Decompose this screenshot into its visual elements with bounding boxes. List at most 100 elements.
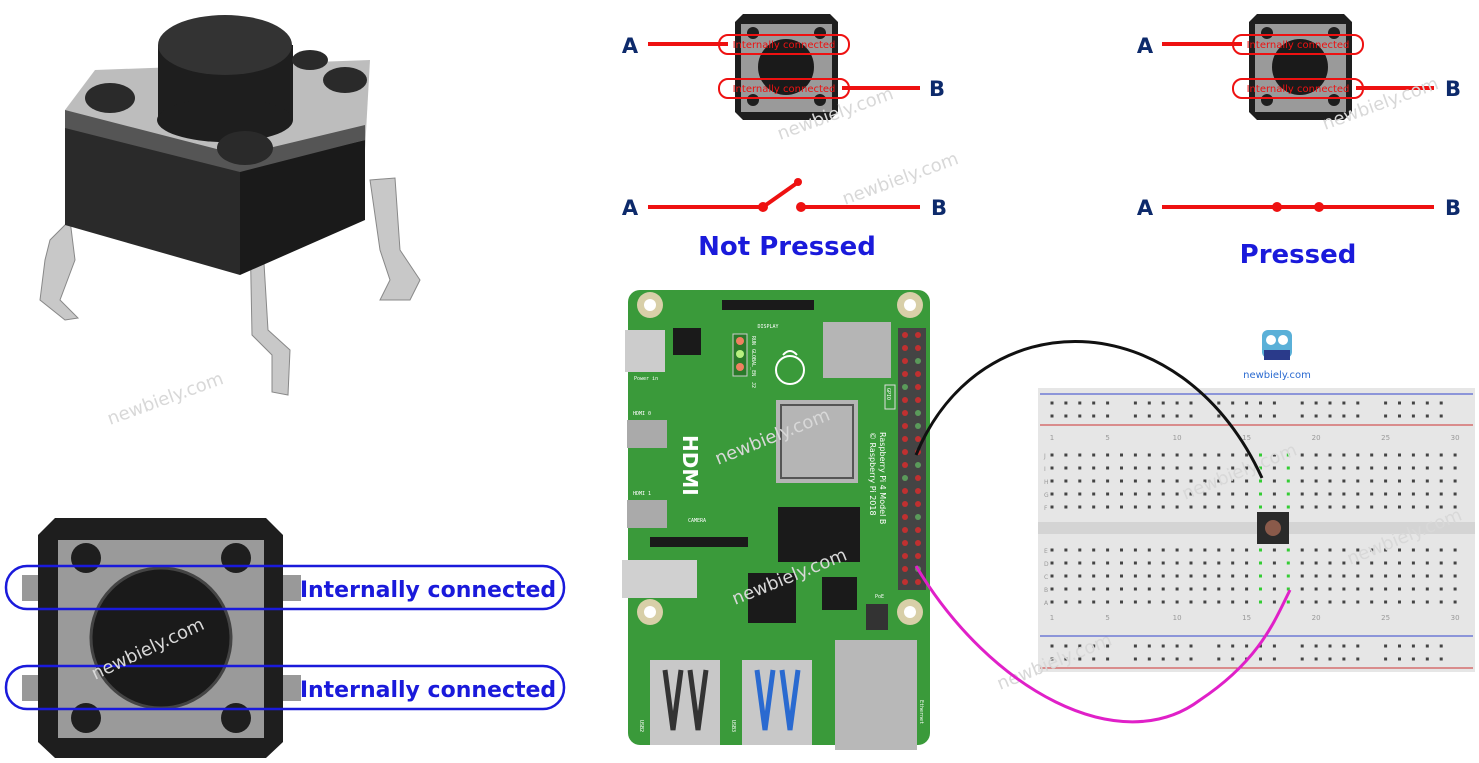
breadboard-hole [1342,574,1346,578]
breadboard-hole [1106,548,1110,552]
gpio-pin [902,436,908,442]
breadboard-hole [1217,505,1221,509]
breadboard-hole [1050,453,1054,457]
breadboard-hole [1064,479,1068,483]
row-label: C [1044,574,1048,581]
column-label: 1 [1050,434,1054,442]
breadboard-hole [1272,492,1276,496]
breadboard-hole [1272,644,1276,648]
breadboard-hole [1106,492,1110,496]
breadboard-hole [1425,479,1429,483]
breadboard-hole [1133,600,1137,604]
breadboard-hole [1342,644,1346,648]
breadboard-hole [1314,466,1318,470]
pin-a-label: A [1137,34,1154,58]
breadboard-hole [1120,492,1123,496]
gpio-pin [902,462,908,468]
breadboard-hole [1314,505,1318,509]
breadboard-hole [1272,574,1276,578]
pin-a-label: A [622,196,639,220]
breadboard-hole [1120,453,1123,457]
breadboard-hole [1189,466,1193,470]
gpio-pin [902,527,908,533]
breadboard-hole [1259,561,1262,565]
breadboard-hole [1259,548,1262,552]
breadboard-hole [1161,548,1165,552]
internally-connected-label: Internally connected [300,678,556,703]
pin-b-label: B [1445,77,1461,101]
breadboard-hole [1189,561,1193,565]
breadboard-hole [1384,657,1388,661]
breadboard-hole [1259,479,1262,483]
row-label: I [1044,466,1046,473]
breadboard-hole [1231,587,1235,591]
breadboard-hole [1175,401,1179,405]
breadboard-hole [1439,657,1443,661]
breadboard-hole [1356,657,1360,661]
gpio-pin [915,475,921,481]
column-label: 5 [1105,614,1109,622]
gpio-pin [915,553,921,559]
breadboard-hole [1189,453,1193,457]
breadboard-hole [1384,479,1388,483]
breadboard-hole [1328,466,1332,470]
breadboard-hole [1300,453,1304,457]
breadboard-hole [1175,548,1179,552]
gpio-pin [902,475,908,481]
breadboard-hole [1161,574,1165,578]
display-connector [722,300,814,310]
gpio-pin [902,358,908,364]
breadboard-hole [1314,600,1318,604]
breadboard-hole [1050,600,1054,604]
breadboard-hole [1064,492,1068,496]
column-label: 10 [1173,614,1182,622]
gpio-pin [915,527,921,533]
breadboard-hole [1259,466,1262,470]
breadboard-hole [1092,414,1096,418]
breadboard-hole [1050,505,1054,509]
breadboard-hole [1453,587,1457,591]
breadboard-hole [1147,479,1151,483]
column-label: 20 [1312,434,1321,442]
breadboard-hole [1356,453,1360,457]
gpio-pin [915,423,921,429]
breadboard-hole [1286,466,1290,470]
breadboard-hole [1356,466,1360,470]
breadboard-hole [1175,414,1179,418]
breadboard-hole [1203,587,1207,591]
internal-label: Internally connected [733,40,836,51]
breadboard-hole [1245,492,1249,496]
breadboard-hole [1342,600,1346,604]
breadboard-hole [1384,492,1388,496]
breadboard-hole [1370,587,1374,591]
breadboard-hole [1259,657,1262,661]
breadboard-hole [1439,587,1443,591]
usb2-port [650,660,720,745]
breadboard-hole [1314,401,1318,405]
breadboard-hole [1133,657,1137,661]
breadboard-hole [1092,401,1096,405]
breadboard-hole [1078,657,1082,661]
breadboard-hole [1106,479,1110,483]
breadboard-hole [1078,548,1082,552]
breadboard-hole [1245,479,1249,483]
breadboard-hole [1286,479,1290,483]
breadboard-hole [1439,600,1443,604]
breadboard-hole [1384,600,1388,604]
breadboard-hole [1175,492,1179,496]
breadboard-hole [1175,644,1179,648]
breadboard-hole [1189,644,1193,648]
breadboard-hole [1147,644,1151,648]
breadboard-hole [1425,574,1429,578]
breadboard-hole [1328,644,1332,648]
gpio-pin [915,384,921,390]
breadboard-hole [1453,600,1457,604]
breadboard-hole [1064,548,1068,552]
hdmi1-port [627,500,667,528]
breadboard-hole [1092,453,1096,457]
breadboard-hole [1231,548,1235,552]
breadboard-hole [1272,453,1276,457]
breadboard-hole [1092,479,1096,483]
breadboard-hole [1453,548,1457,552]
breadboard-hole [1328,600,1332,604]
